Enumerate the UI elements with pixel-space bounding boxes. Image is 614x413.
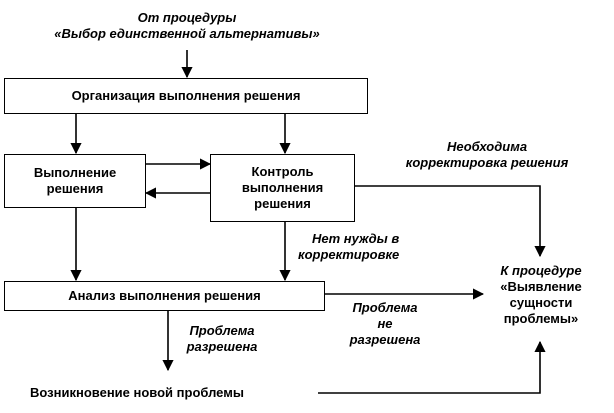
source-line-2: «Выбор единственной альтернативы»: [54, 26, 320, 41]
problem-solved-label: Проблема разрешена: [172, 323, 272, 355]
control-line-2: выполнения: [241, 180, 324, 195]
control-line-3: решения: [254, 196, 311, 211]
problem-solved-line-1: Проблема: [189, 323, 255, 338]
organize-box: Организация выполнения решения: [4, 78, 368, 114]
execute-line-1: Выполнение: [33, 165, 117, 180]
source-label: От процедуры «Выбор единственной альтерн…: [6, 10, 368, 42]
target-line-3: сущности: [509, 295, 573, 310]
control-line-1: Контроль: [251, 164, 314, 179]
organize-label: Организация выполнения решения: [71, 88, 301, 103]
analysis-label: Анализ выполнения решения: [68, 288, 261, 303]
control-box: Контроль выполнения решения: [210, 154, 355, 222]
source-line-1: От процедуры: [137, 10, 237, 25]
target-line-4: проблемы»: [503, 311, 579, 326]
problem-not-solved-label: Проблема не разрешена: [340, 300, 430, 348]
arrow-new-problem-to-target: [318, 340, 546, 394]
no-need-label: Нет нужды в корректировке: [298, 231, 399, 263]
target-procedure-label: К процедуре «Выявление сущности проблемы…: [482, 263, 600, 327]
problem-not-solved-line-1: Проблема: [352, 300, 418, 315]
problem-not-solved-line-2: не: [377, 316, 393, 331]
execute-box: Выполнение решения: [4, 154, 146, 208]
execute-line-2: решения: [46, 181, 104, 196]
control-label: Контроль выполнения решения: [242, 164, 323, 212]
new-problem-label: Возникновение новой проблемы: [30, 385, 244, 400]
need-correction-line-1: Необходима: [446, 139, 528, 154]
analysis-box: Анализ выполнения решения: [4, 281, 325, 311]
no-need-line-1: Нет нужды в: [312, 231, 400, 246]
problem-solved-line-2: разрешена: [186, 339, 258, 354]
execute-label: Выполнение решения: [34, 165, 116, 197]
need-correction-line-2: корректировка решения: [405, 155, 569, 170]
target-line-2: «Выявление: [500, 279, 582, 294]
arrow-control-to-target: [355, 185, 546, 258]
need-correction-label: Необходима корректировка решения: [382, 139, 592, 171]
target-line-1: К процедуре: [500, 263, 582, 278]
no-need-line-2: корректировке: [298, 247, 400, 262]
problem-not-solved-line-3: разрешена: [349, 332, 421, 347]
